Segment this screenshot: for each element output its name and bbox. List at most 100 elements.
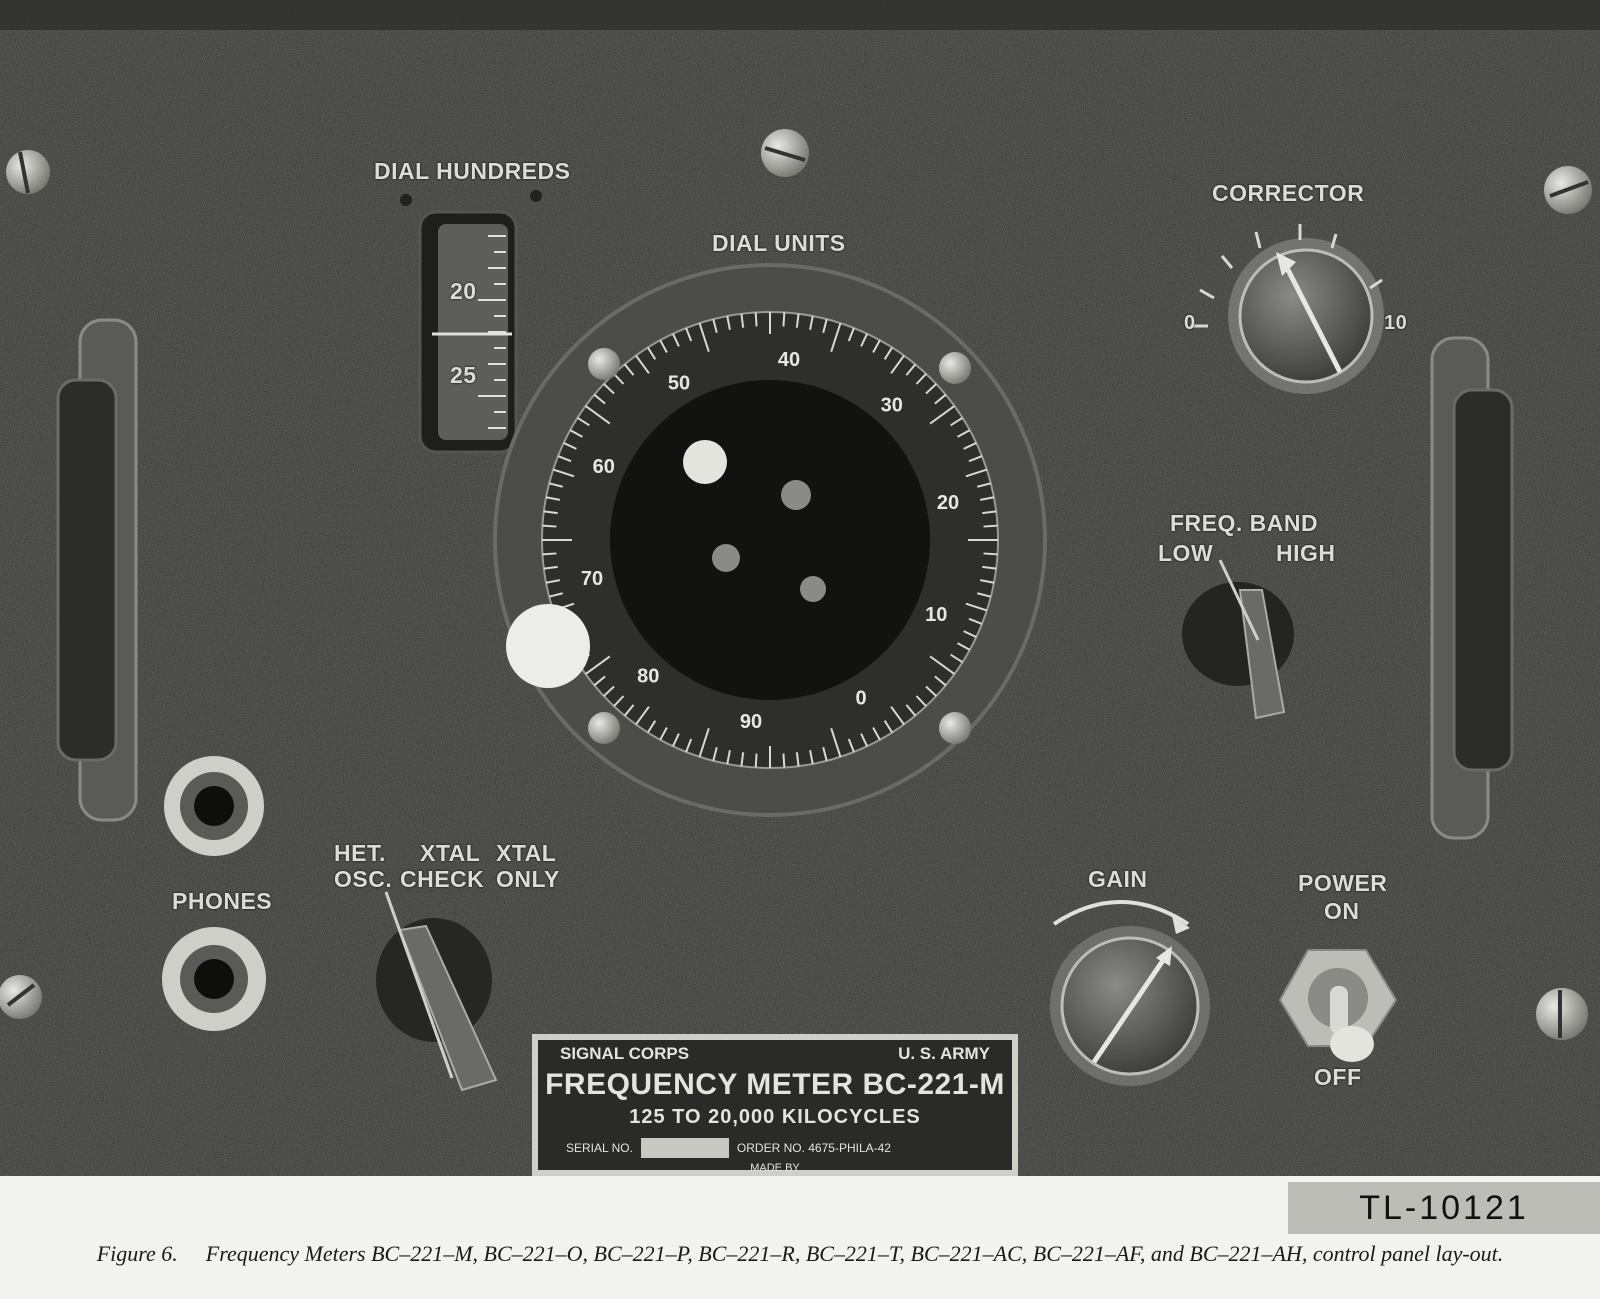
mode-osc-label: OSC. — [334, 866, 393, 892]
left-handle — [56, 318, 138, 822]
freq-band-label: FREQ. BAND — [1170, 510, 1319, 536]
dial-tick — [795, 313, 800, 328]
dial-tick — [548, 482, 563, 488]
dial-tick — [860, 333, 868, 347]
power-off-label: OFF — [1314, 1064, 1362, 1090]
dial-tick — [965, 468, 988, 478]
phones-label: PHONES — [172, 888, 273, 914]
dial-tick — [545, 579, 560, 584]
dial-tick — [890, 706, 905, 726]
gain-label: GAIN — [1088, 866, 1148, 892]
power-on-label: ON — [1324, 898, 1360, 924]
serial-number-box — [640, 1138, 729, 1158]
dial-tick — [576, 416, 590, 427]
hundreds-reading-upper: 20 — [450, 278, 477, 304]
dial-tick — [982, 510, 997, 515]
dial-tick — [890, 354, 905, 374]
dial-tick — [542, 552, 557, 556]
hundreds-reading-lower: 25 — [450, 362, 477, 388]
corrector-max-label: 10 — [1384, 312, 1408, 334]
dial-tick — [980, 496, 995, 501]
mode-xtal-only-label-1: XTAL — [496, 840, 557, 866]
dial-tick — [712, 318, 718, 333]
dial-number: 20 — [937, 492, 959, 514]
dial-tick — [968, 617, 983, 625]
dial-tick — [542, 524, 557, 528]
dial-tick — [982, 565, 997, 570]
dial-tick — [726, 315, 731, 330]
figure-caption: Figure 6.Frequency Meters BC–221–M, BC–2… — [4, 1240, 1596, 1267]
freq-band-switch — [1182, 559, 1294, 720]
nameplate: SIGNAL CORPS U. S. ARMY FREQUENCY METER … — [532, 1034, 1018, 1176]
dial-tick — [860, 733, 868, 747]
dial-tick — [672, 733, 680, 747]
caption-text: Frequency Meters BC–221–M, BC–221–O, BC–… — [205, 1241, 1504, 1266]
dial-tick — [905, 363, 917, 376]
dial-tick — [545, 496, 560, 501]
dial-tick — [809, 315, 814, 330]
nameplate-range: 125 TO 20,000 KILOCYCLES — [629, 1106, 921, 1128]
dial-number: 30 — [881, 395, 903, 417]
gain-knob — [1050, 900, 1210, 1086]
nameplate-right: U. S. ARMY — [898, 1044, 990, 1063]
dial-tick — [934, 393, 947, 405]
dial-tick — [754, 753, 758, 768]
dial-tick — [584, 405, 611, 425]
dial-tick — [659, 727, 668, 741]
nameplate-left: SIGNAL CORPS — [560, 1044, 690, 1063]
power-toggle — [1278, 949, 1398, 1062]
dial-tick — [847, 738, 855, 753]
dial-tick — [915, 373, 927, 385]
dial-tick — [543, 565, 558, 570]
dial-tick — [950, 416, 964, 427]
dial-number: 90 — [740, 711, 762, 733]
dial-tick — [822, 747, 828, 762]
dial-tick — [977, 482, 992, 488]
dial-hundreds-label: DIAL HUNDREDS — [374, 158, 571, 184]
dial-tick — [963, 630, 977, 638]
dial-tick — [925, 685, 937, 697]
corrector-label: CORRECTOR — [1212, 180, 1365, 206]
dial-tick — [548, 592, 563, 598]
dial-tick — [552, 468, 575, 478]
dial-number: 10 — [925, 604, 947, 626]
dial-tick — [584, 655, 611, 675]
dial-tick — [740, 752, 745, 767]
dial-tick — [822, 318, 828, 333]
dial-number: 40 — [778, 349, 800, 371]
dial-tick — [613, 373, 625, 385]
dial-tick — [685, 327, 693, 342]
dial-number: 80 — [637, 665, 659, 687]
phones-jacks — [162, 756, 266, 1031]
dial-tick — [934, 675, 947, 687]
dial-tick — [593, 675, 606, 687]
dial-tick — [603, 383, 615, 395]
dial-tick — [963, 442, 977, 450]
dial-tick — [557, 455, 572, 463]
dial-tick — [698, 728, 710, 758]
dial-tick — [635, 354, 650, 374]
tl-tag: TL-10121 — [1288, 1182, 1600, 1234]
mode-xtal-check-label-2: CHECK — [400, 866, 485, 892]
dial-tick — [613, 695, 625, 707]
dial-tick — [782, 753, 786, 768]
dial-tick — [623, 363, 635, 376]
dial-hundreds-window — [400, 190, 542, 454]
dial-number: 60 — [593, 456, 615, 478]
dial-tick — [659, 339, 668, 353]
dial-number: 0 — [855, 688, 866, 710]
dial-tick — [740, 313, 745, 328]
dial-units-label: DIAL UNITS — [712, 230, 846, 256]
dial-tick — [795, 752, 800, 767]
dial-tick — [646, 720, 657, 734]
dial-tick — [915, 695, 927, 707]
power-label: POWER — [1298, 870, 1388, 896]
dial-tick — [646, 346, 657, 360]
dial-tick — [603, 685, 615, 697]
dial-tick — [754, 312, 758, 327]
dial-tick — [905, 704, 917, 717]
dial-tick — [929, 405, 956, 425]
dial-tick — [957, 429, 971, 438]
